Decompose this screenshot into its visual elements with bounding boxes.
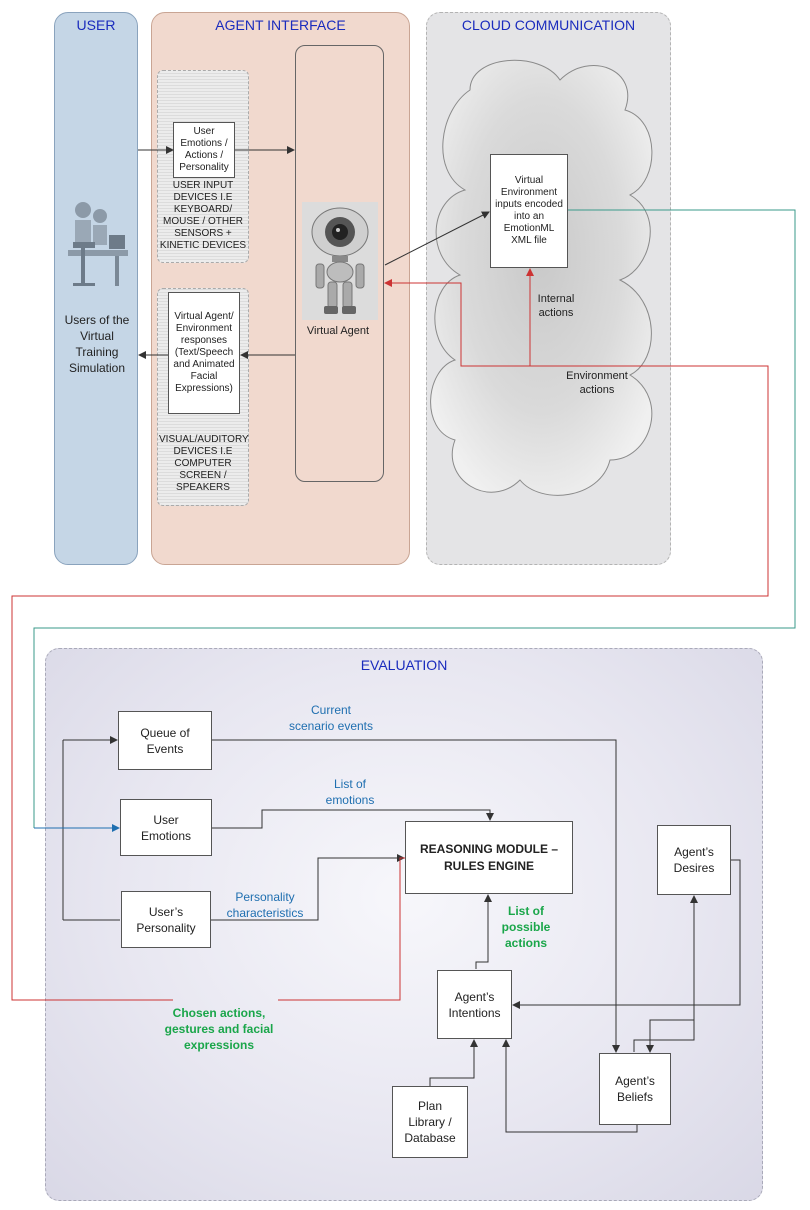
agent-response-box: Virtual Agent/ Environment responses (Te…: [168, 292, 240, 414]
users-caption: Users of the Virtual Training Simulation: [64, 313, 130, 375]
output-devices-label: VISUAL/AUDITORY DEVICES I.E COMPUTER SCR…: [159, 434, 249, 493]
list-of-emotions-label: List of emotions: [325, 777, 375, 807]
virtual-agent-robot-icon: [302, 202, 378, 320]
agent-interface-panel-title: AGENT INTERFACE: [215, 17, 346, 33]
emotionml-encoder-box: Virtual Environment inputs encoded into …: [490, 154, 568, 268]
personality-characteristics-label: Personality characteristics: [226, 890, 304, 920]
reasoning-module-box: REASONING MODULE – RULES ENGINE: [405, 821, 573, 894]
current-scenario-events-label: Current scenario events: [288, 703, 374, 733]
user-panel-title: USER: [76, 17, 116, 33]
agents-beliefs-box: Agent’s Beliefs: [599, 1053, 671, 1125]
evaluation-panel-title: EVALUATION: [360, 657, 448, 673]
virtual-agent-column: [295, 45, 384, 482]
user-input-box: User Emotions / Actions / Personality: [173, 122, 235, 178]
agents-desires-box: Agent’s Desires: [657, 825, 731, 895]
cloud-panel-title: CLOUD COMMUNICATION: [461, 17, 636, 33]
plan-library-box: Plan Library / Database: [392, 1086, 468, 1158]
internal-actions-label: Internal actions: [537, 293, 575, 319]
user-panel: USER: [54, 12, 138, 565]
queue-of-events-box: Queue of Events: [118, 711, 212, 770]
possible-actions-label: List of possible actions: [501, 904, 551, 950]
user-personality-box: User’s Personality: [121, 891, 211, 948]
user-emotions-box: User Emotions: [120, 799, 212, 856]
users-illustration: [68, 202, 128, 286]
environment-actions-label: Environment actions: [566, 370, 628, 396]
agents-intentions-box: Agent’s Intentions: [437, 970, 512, 1039]
user-input-devices-label: USER INPUT DEVICES I.E KEYBOARD/ MOUSE /…: [159, 180, 247, 251]
chosen-actions-label: Chosen actions, gestures and facial expr…: [164, 1006, 274, 1052]
virtual-agent-label: Virtual Agent: [306, 325, 370, 337]
